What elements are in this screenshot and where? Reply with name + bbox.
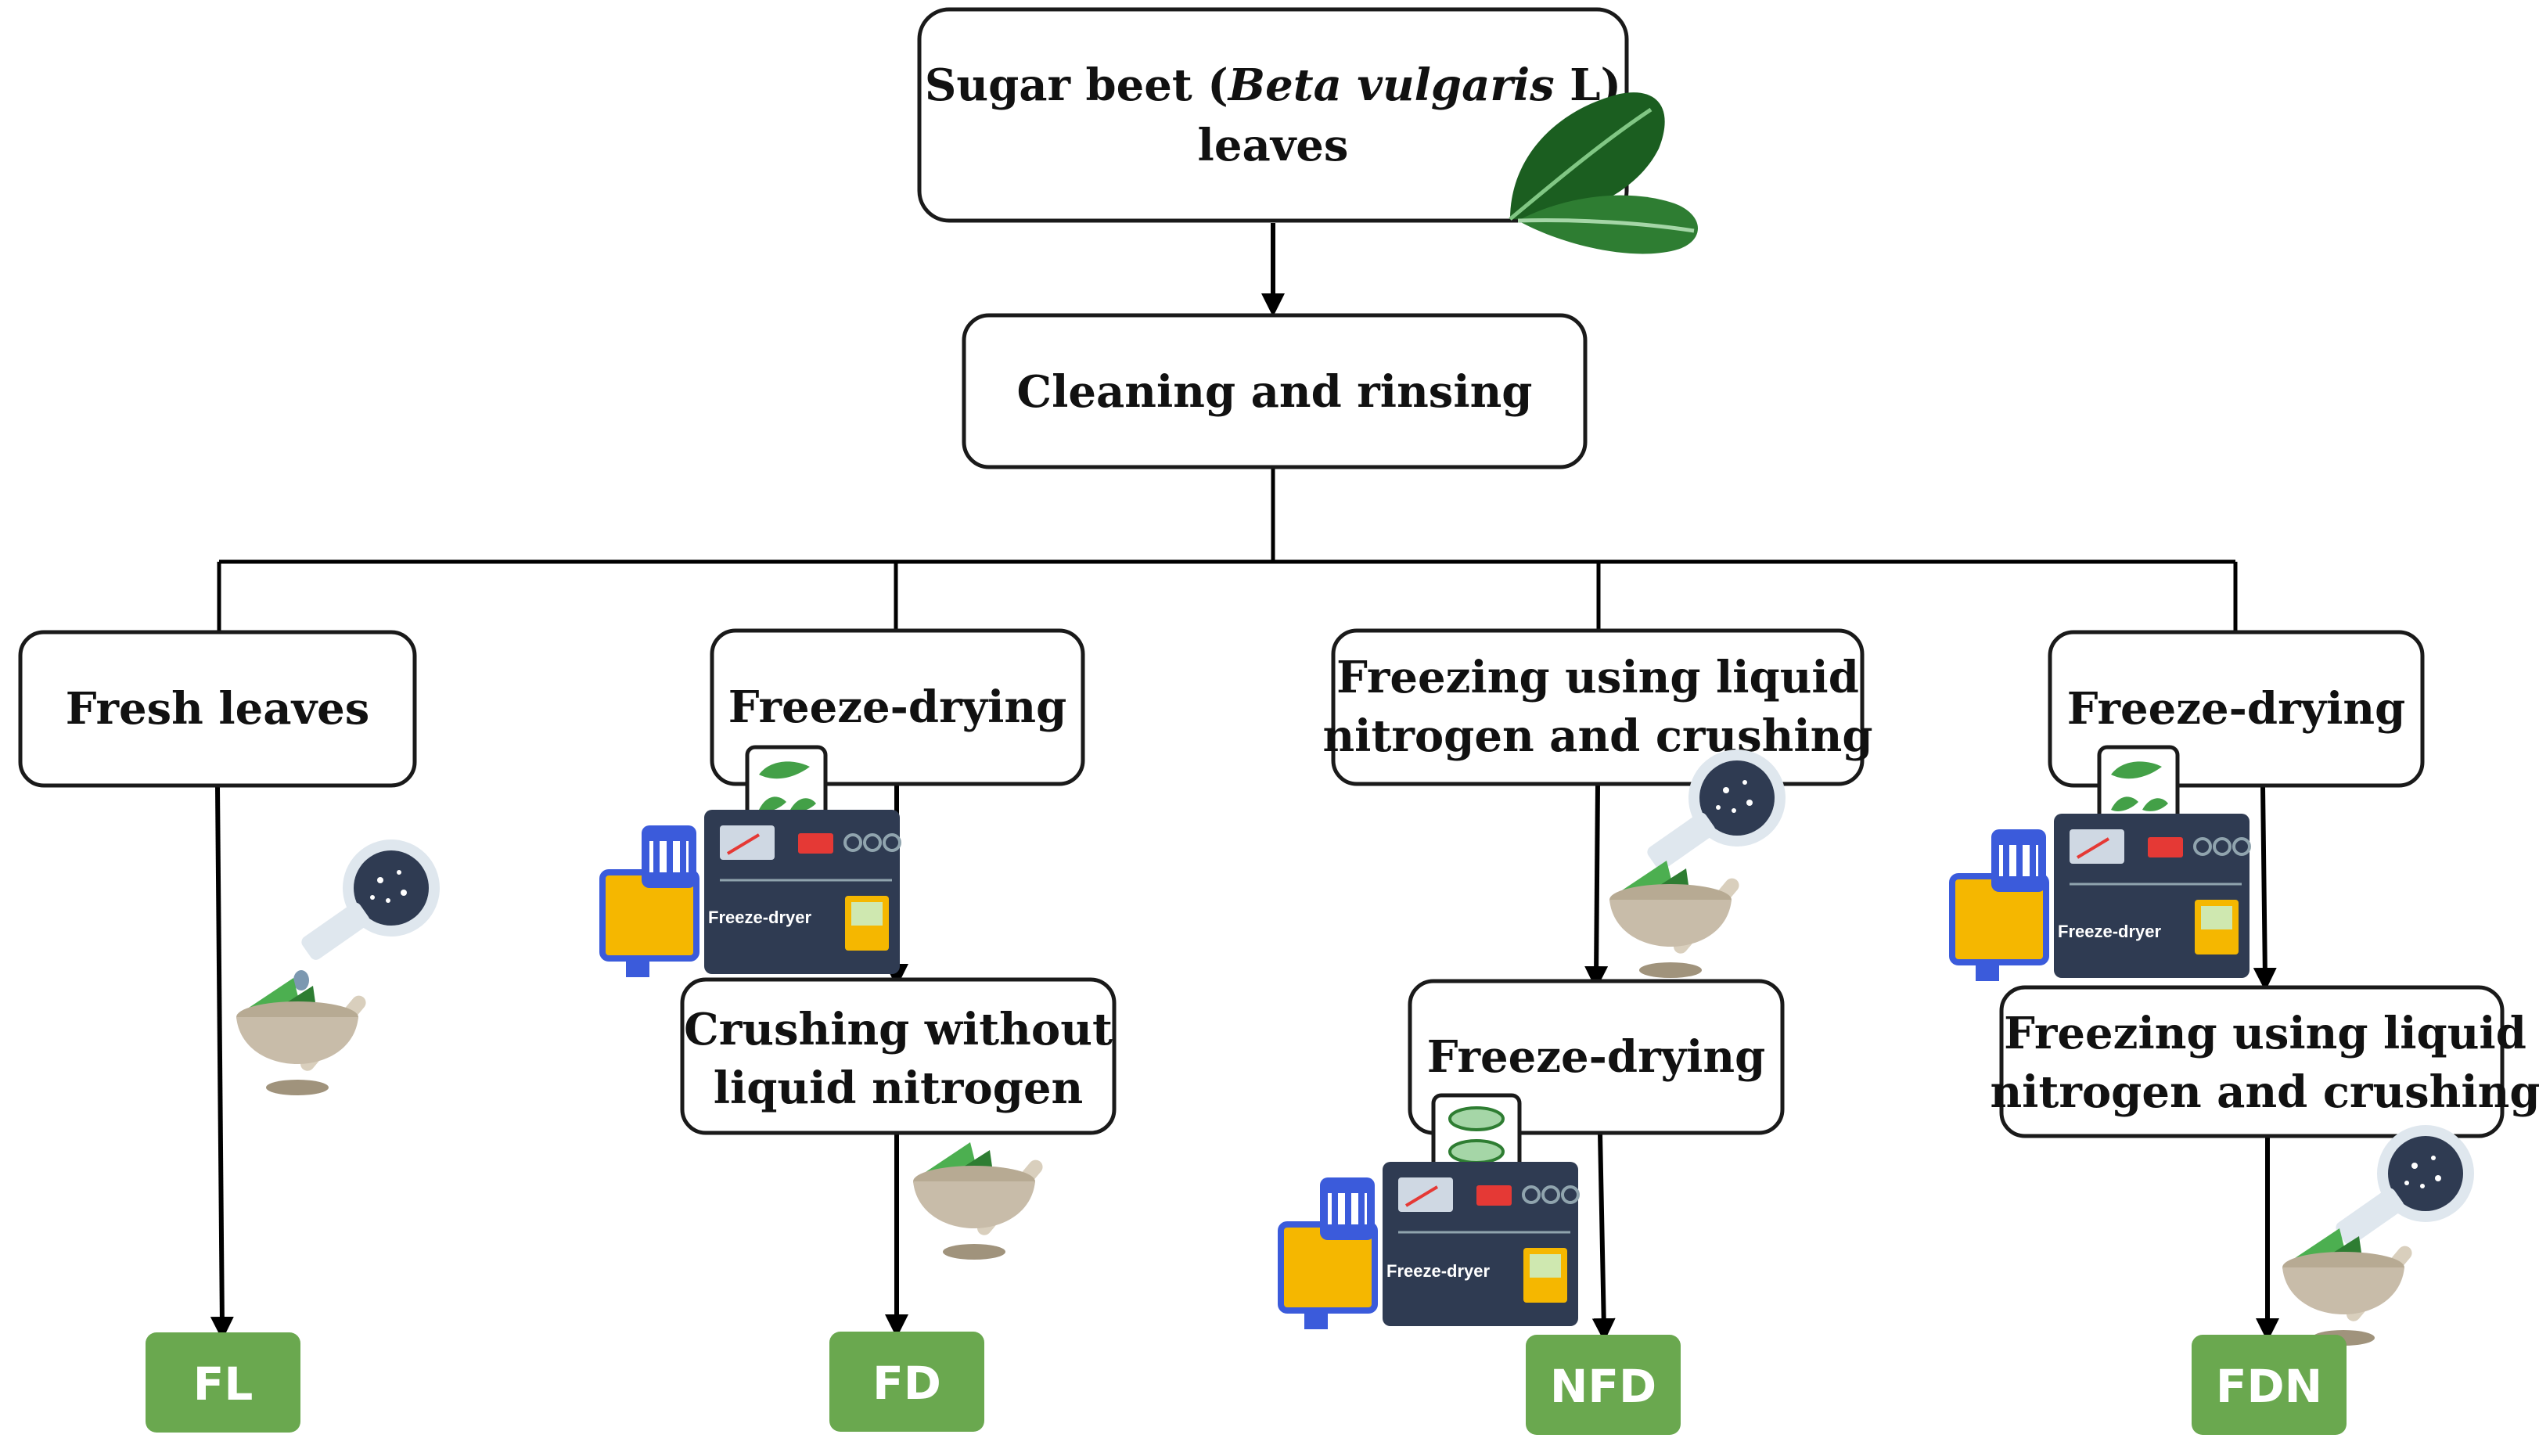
output-fd-label: FD xyxy=(872,1357,941,1410)
box-sugar-beet-leaves-line2: leaves xyxy=(1198,120,1349,171)
freeze-dryer-label: Freeze-dryer xyxy=(2058,922,2162,941)
output-fl-label: FL xyxy=(193,1357,254,1411)
box-fdn-freezing xyxy=(1999,985,2505,1138)
beet-leaves-icon xyxy=(1509,92,1698,254)
mortar-pestle-icon xyxy=(236,978,369,1095)
box-fd-crushing-line2: liquid nitrogen xyxy=(714,1062,1084,1114)
freeze-dryer-icon xyxy=(1952,814,2249,981)
mortar-pestle-icon xyxy=(2282,1228,2415,1346)
output-fl xyxy=(146,1332,300,1433)
box-nfd-freezing-line1: Freezing using liquid xyxy=(1336,652,1859,703)
mortar-pestle-icon xyxy=(913,1142,1046,1260)
box-fdn-freeze-drying-label: Freeze-drying xyxy=(2067,683,2406,735)
box-fdn-freezing-line1: Freezing using liquid xyxy=(2004,1008,2526,1059)
box-nfd-freezing-line2: nitrogen and crushing xyxy=(1322,710,1872,762)
output-fd xyxy=(829,1332,984,1432)
arrow-fdn-step1-to-step2 xyxy=(2253,785,2277,991)
box-nfd-freezing xyxy=(1331,628,1865,786)
freeze-dryer-icon xyxy=(602,810,900,977)
box-cleaning-label: Cleaning and rinsing xyxy=(1017,366,1533,418)
arrow-nfd-step2-to-nfd xyxy=(1591,1132,1616,1342)
arrow-nfd-step1-to-step2 xyxy=(1584,785,1609,990)
mortar-pestle-icon xyxy=(1609,861,1742,978)
freeze-dryer-label: Freeze-dryer xyxy=(1386,1261,1491,1281)
freeze-dryer-tray-icon xyxy=(1431,1093,1522,1176)
output-fdn-label: FDN xyxy=(2216,1360,2322,1413)
box-cleaning xyxy=(962,313,1588,469)
box-fd-crushing xyxy=(680,977,1117,1135)
freeze-dryer-label: Freeze-dryer xyxy=(708,908,812,927)
box-fresh-leaves xyxy=(18,630,417,788)
box-nfd-freeze-drying-label: Freeze-drying xyxy=(1427,1031,1766,1083)
box-fdn-freezing-line2: nitrogen and crushing xyxy=(1990,1066,2539,1118)
box-fd-crushing-line1: Crushing without xyxy=(684,1004,1113,1055)
box-fresh-leaves-label: Fresh leaves xyxy=(66,683,370,735)
box-fd-freeze-drying-label: Freeze-drying xyxy=(728,681,1067,733)
arrow-fresh-to-fl xyxy=(210,786,234,1340)
dropper-flask-icon xyxy=(293,839,440,990)
output-nfd-label: NFD xyxy=(1550,1360,1656,1413)
output-fdn xyxy=(2192,1335,2347,1435)
box-sugar-beet-leaves-line1: Sugar beet (Beta vulgaris L) xyxy=(925,59,1621,111)
freeze-dryer-icon xyxy=(1281,1162,1578,1329)
output-nfd xyxy=(1526,1335,1681,1435)
